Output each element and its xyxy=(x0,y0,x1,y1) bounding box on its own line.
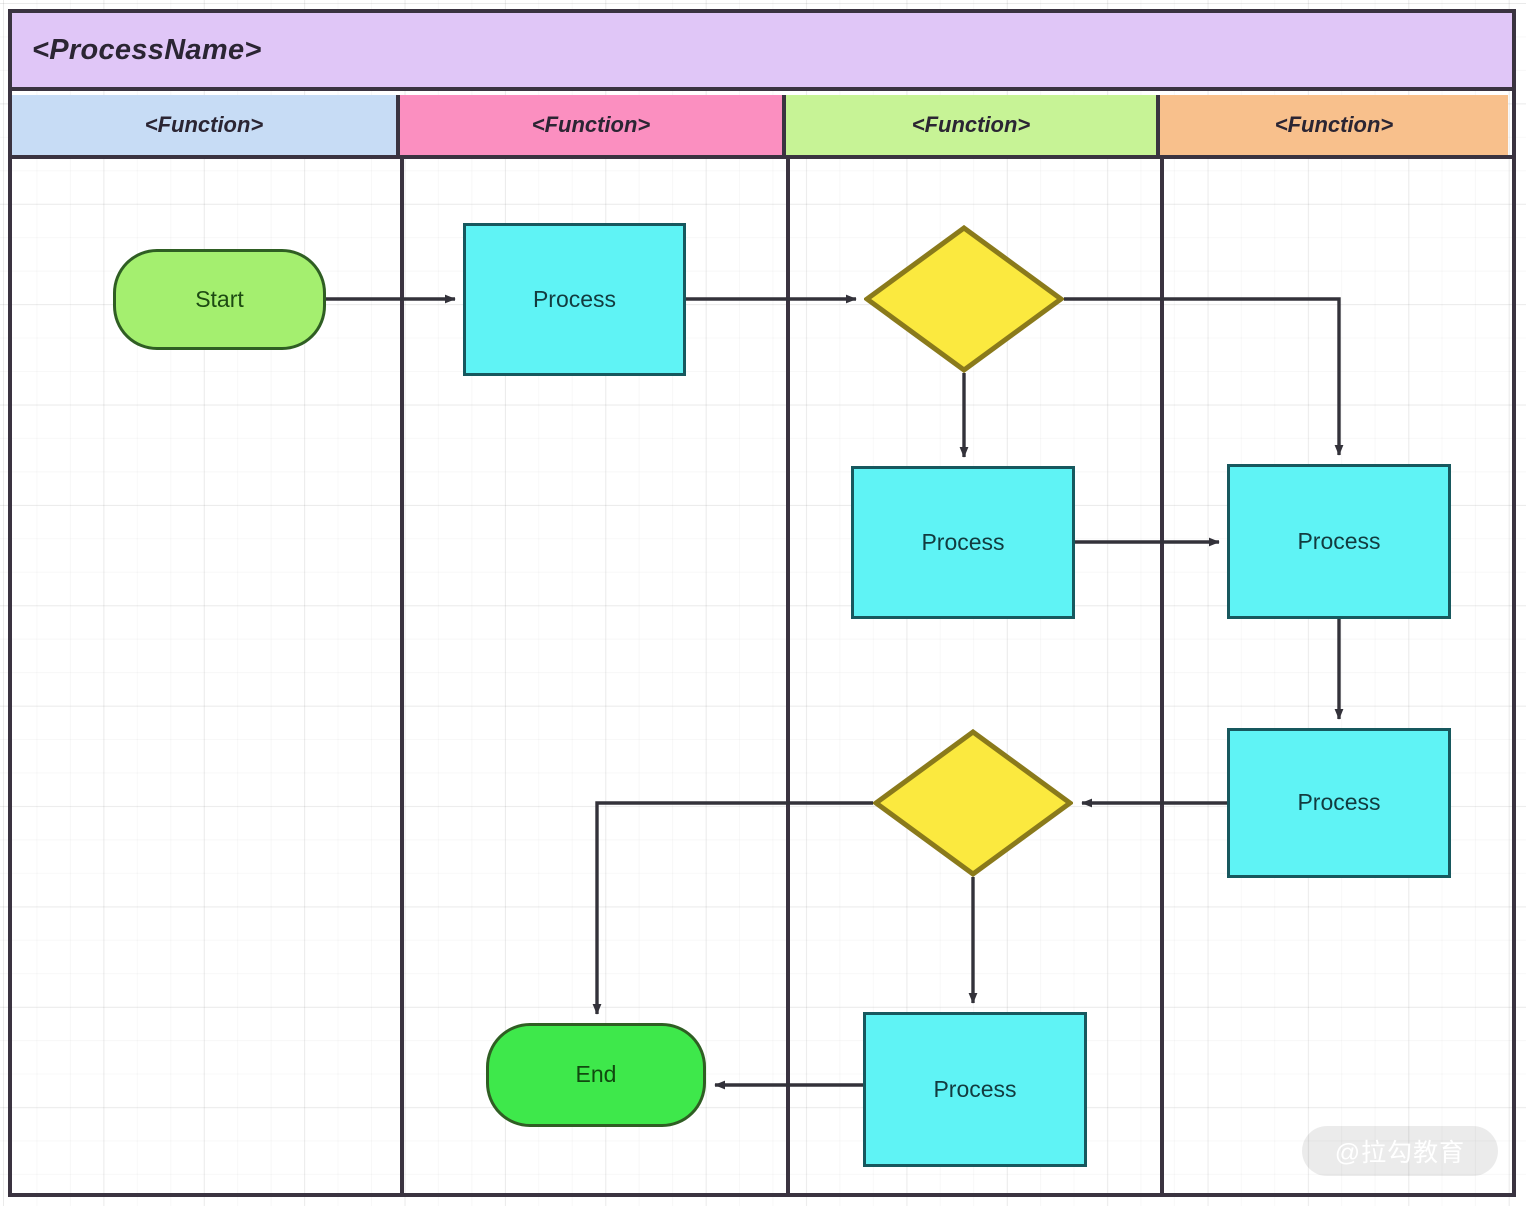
lane-header-4-label: <Function> xyxy=(1274,112,1394,137)
node-process-3[interactable]: Process xyxy=(1227,464,1451,619)
node-decision-2[interactable] xyxy=(873,729,1073,877)
node-process-1[interactable]: Process xyxy=(463,223,686,376)
node-process-5[interactable]: Process xyxy=(863,1012,1087,1167)
watermark-label: @拉勾教育 xyxy=(1334,1139,1466,1167)
lane-divider-2 xyxy=(786,159,790,1194)
node-start[interactable]: Start xyxy=(113,249,326,350)
pool-title-label: <ProcessName> xyxy=(32,33,262,66)
lane-header-3-label: <Function> xyxy=(911,112,1031,137)
node-process-5-label: Process xyxy=(933,1075,1017,1102)
lane-header-4: <Function> xyxy=(1160,95,1508,155)
node-process-2-label: Process xyxy=(921,528,1005,555)
lane-header-1-label: <Function> xyxy=(144,112,264,137)
node-end-label: End xyxy=(575,1061,617,1088)
lane-header-3: <Function> xyxy=(786,95,1160,155)
node-process-4-label: Process xyxy=(1297,789,1381,816)
node-process-3-label: Process xyxy=(1297,527,1381,554)
lane-divider-3 xyxy=(1160,159,1164,1194)
lane-divider-1 xyxy=(400,159,404,1194)
lane-header-1: <Function> xyxy=(12,95,400,155)
node-process-1-label: Process xyxy=(532,285,617,312)
node-process-4[interactable]: Process xyxy=(1227,728,1451,878)
lane-header-row: <Function> <Function> <Function> <Functi… xyxy=(12,95,1512,159)
decision-2-shape xyxy=(873,729,1073,877)
lane-header-2-label: <Function> xyxy=(531,112,651,137)
node-start-label: Start xyxy=(195,285,244,312)
pool-title-band: <ProcessName> xyxy=(12,13,1512,91)
watermark: @拉勾教育 xyxy=(1302,1126,1498,1176)
node-process-2[interactable]: Process xyxy=(851,466,1075,619)
swimlane-pool-frame xyxy=(8,9,1516,1197)
node-end[interactable]: End xyxy=(486,1023,706,1127)
node-decision-1[interactable] xyxy=(864,225,1064,373)
decision-1-shape xyxy=(864,225,1064,373)
lane-header-2: <Function> xyxy=(400,95,786,155)
